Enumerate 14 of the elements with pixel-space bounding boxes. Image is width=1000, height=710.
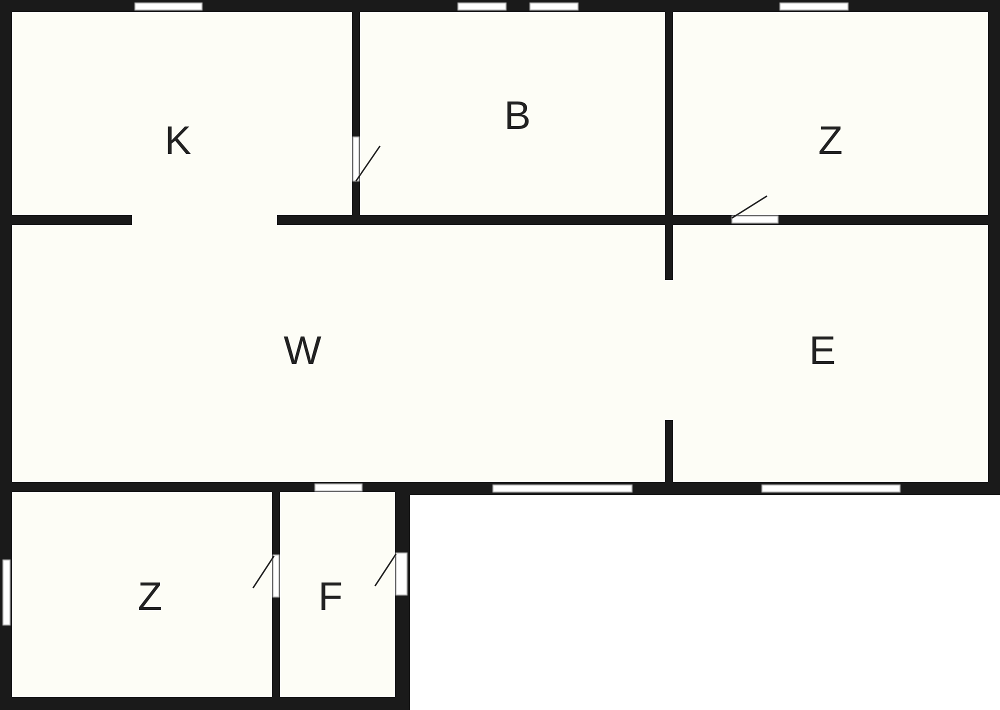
room bbox=[360, 12, 665, 215]
room bbox=[12, 492, 272, 697]
room-label: Z bbox=[138, 576, 162, 616]
room bbox=[12, 225, 665, 482]
room-label: F bbox=[318, 576, 343, 616]
room-label: B bbox=[504, 96, 531, 136]
room bbox=[673, 225, 988, 482]
room bbox=[280, 492, 395, 697]
room-label: Z bbox=[818, 120, 843, 160]
room bbox=[673, 12, 988, 215]
room-label: W bbox=[284, 330, 322, 370]
room-label: E bbox=[809, 330, 836, 370]
room-label: K bbox=[164, 120, 192, 160]
room bbox=[12, 12, 352, 215]
